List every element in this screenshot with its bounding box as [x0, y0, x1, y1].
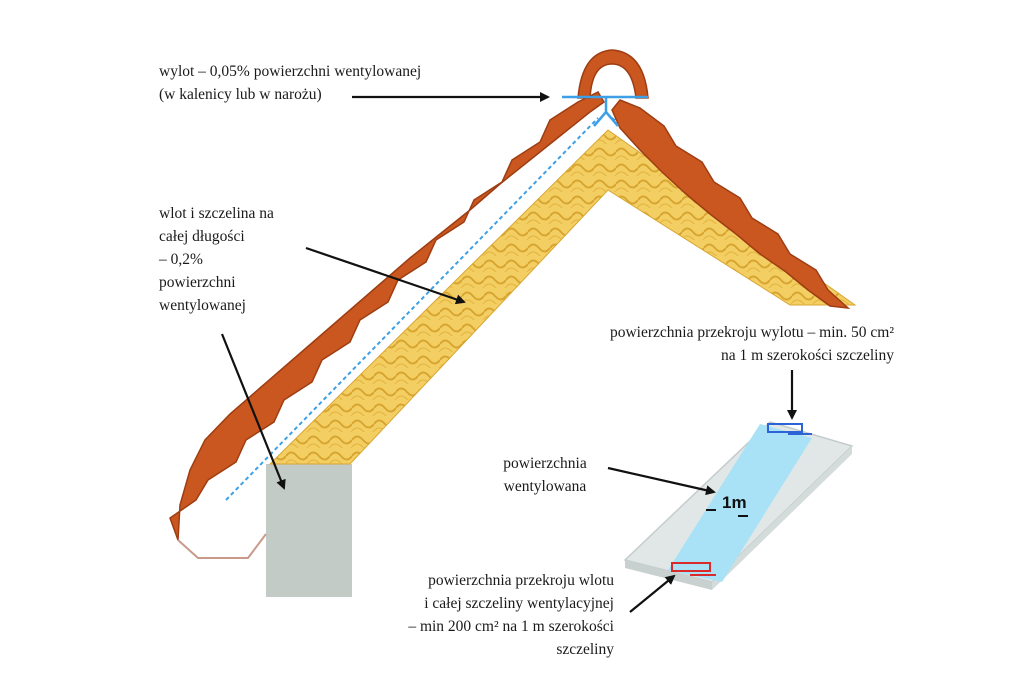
ventilated-panel-side-right: [712, 446, 852, 590]
inlet-section-marker: [671, 562, 716, 576]
roof-tiles-left: [169, 91, 605, 541]
inlet-section-label-line1: powierzchnia przekroju wlotu: [428, 572, 614, 589]
ridge-vent-outlet: [562, 95, 648, 127]
ventilated-area-label: powierzchnia wentylowana: [470, 452, 620, 498]
outlet-section-marker: [767, 423, 812, 435]
inlet-label-line2: całej długości: [159, 228, 245, 245]
inlet-section-label-line4: szczeliny: [556, 641, 614, 658]
arrow-inlet: [305, 246, 466, 305]
arrow-wall: [220, 333, 286, 490]
ridge-cap: [577, 49, 649, 99]
width-marker: 1m: [706, 493, 748, 517]
wall: [266, 464, 352, 597]
outlet-section-label: powierzchnia przekroju wylotu – min. 50 …: [610, 321, 894, 367]
eaves-soffit: [177, 533, 267, 559]
ventilated-area-label-line1: powierzchnia: [503, 455, 587, 472]
outlet-label-line2: (w kalenicy lub w narożu): [159, 86, 322, 103]
insulation: [268, 129, 857, 465]
arrow-inlet-section: [629, 574, 676, 613]
width-marker-label: 1m: [722, 493, 747, 512]
ventilation-channel: [668, 424, 812, 582]
ventilated-area-label-line2: wentylowana: [503, 478, 587, 495]
arrow-ventilated-area: [607, 466, 716, 496]
outlet-label: wylot – 0,05% powierzchni wentylowanej (…: [159, 60, 421, 106]
roof-tiles-right: [611, 99, 851, 310]
inlet-section-label-line3: – min 200 cm² na 1 m szerokości: [408, 618, 614, 635]
outlet-section-label-line1: powierzchnia przekroju wylotu – min. 50 …: [609, 324, 894, 341]
outlet-label-line1: wylot – 0,05% powierzchni wentylowanej: [159, 63, 422, 80]
inlet-label-line5: wentylowanej: [159, 297, 246, 314]
inlet-label-line3: – 0,2%: [159, 251, 203, 268]
air-gap-left: [225, 117, 599, 501]
inlet-section-label: powierzchnia przekroju wlotu i całej szc…: [408, 569, 614, 661]
inlet-label-line4: powierzchni: [159, 274, 236, 291]
inlet-label: wlot i szczelina na całej długości – 0,2…: [159, 202, 274, 317]
leader-arrows: [220, 92, 797, 613]
inlet-section-label-line2: i całej szczeliny wentylacyjnej: [424, 595, 614, 612]
inlet-label-line1: wlot i szczelina na: [159, 205, 274, 222]
outlet-section-label-line2: na 1 m szerokości szczeliny: [720, 347, 894, 364]
